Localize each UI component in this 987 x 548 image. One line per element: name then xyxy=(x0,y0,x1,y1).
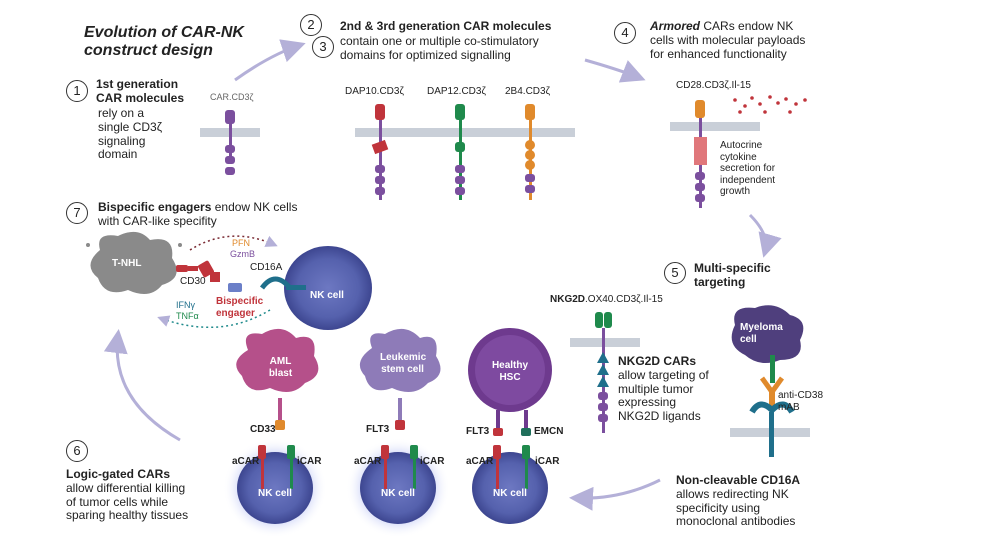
cd30-label: CD30 xyxy=(180,276,206,287)
target-label-cd33: CD33 xyxy=(250,424,276,435)
anti-cd38-antibody xyxy=(759,376,785,408)
construct-label-armored: CD28.CD3ζ.Il-15 xyxy=(676,80,751,91)
nk-cell-label-3: NK cell xyxy=(493,488,527,499)
aml-blast-label: AML blast xyxy=(268,356,293,379)
nk-cell-label-7: NK cell xyxy=(310,290,344,301)
leukemic-stem-cell-label: Leukemic stem cell xyxy=(380,352,427,375)
myeloma-cell-shape xyxy=(731,305,804,383)
healthy-hsc-label: Healthy HSC xyxy=(491,360,529,383)
flow-arrow-3-to-4 xyxy=(584,58,646,83)
aml-blast-shape xyxy=(236,328,319,392)
icar-label-3: iCAR xyxy=(535,456,560,467)
step-number-7: 7 xyxy=(66,202,88,224)
membrane-panel4 xyxy=(670,122,760,131)
panel1-heading: 1st generation CAR molecules xyxy=(96,77,185,105)
cd16a-label: CD16A xyxy=(250,262,283,273)
cd16a-receptor xyxy=(749,401,795,457)
t-nhl-cell-shape xyxy=(86,231,182,294)
cytokine-arrow xyxy=(157,309,271,329)
step-number-6: 6 xyxy=(66,440,88,462)
acar-label-3: aCAR xyxy=(466,456,494,467)
acar-label-2: aCAR xyxy=(354,456,382,467)
icar-label-1: iCAR xyxy=(297,456,322,467)
2b4-construct xyxy=(525,104,535,200)
panel5-cd16a-text: Non-cleavable CD16A allows redirecting N… xyxy=(676,473,801,529)
membrane-panel23 xyxy=(355,128,575,137)
step-number-2: 2 xyxy=(300,14,322,36)
construct-label-2b4: 2B4.CD3ζ xyxy=(505,86,550,97)
leukemic-stem-cell-shape xyxy=(359,328,441,392)
step-number-4: 4 xyxy=(614,22,636,44)
nk-cell-panel7 xyxy=(259,246,372,330)
flow-arrow-1-to-2 xyxy=(234,39,306,82)
target-label-emcn: EMCN xyxy=(534,426,564,437)
flow-arrow-6-to-7 xyxy=(103,329,181,442)
step-number-1: 1 xyxy=(66,80,88,102)
icar-label-2: iCAR xyxy=(420,456,445,467)
healthy-hsc-shape xyxy=(468,328,552,412)
ifn-label: IFNγ xyxy=(176,300,195,310)
il15-cytokine-dots xyxy=(733,95,807,114)
t-nhl-label: T-NHL xyxy=(112,258,142,269)
target-label-flt3-lsc: FLT3 xyxy=(366,424,390,435)
nk-cell-hsc xyxy=(472,452,548,524)
car-cd3z-construct xyxy=(225,110,235,175)
acar-label-1: aCAR xyxy=(232,456,260,467)
construct-label-nkg2d: NKG2D.OX40.CD3ζ.Il-15 xyxy=(550,294,663,305)
page-title: Evolution of CAR-NK construct design xyxy=(84,24,244,60)
nk-cell-label-2: NK cell xyxy=(381,488,415,499)
target-label-flt3-hsc: FLT3 xyxy=(466,426,490,437)
panel4-heading: Armored CARs endow NK cells with molecul… xyxy=(650,19,806,61)
bispecific-engager-molecule xyxy=(198,260,242,292)
dap12-construct xyxy=(455,104,465,200)
dap10-construct xyxy=(371,104,389,200)
flow-arrow-5-to-6 xyxy=(569,478,661,511)
construct-label-dap10: DAP10.CD3ζ xyxy=(345,86,404,97)
panel23-heading: 2nd & 3rd generation CAR molecules xyxy=(340,19,552,33)
pfn-label: PFN xyxy=(232,238,250,248)
myeloma-cell-label: Myeloma cell xyxy=(740,322,783,345)
armored-car-construct xyxy=(694,100,707,208)
nkg2d-construct xyxy=(595,312,612,433)
step-number-3: 3 xyxy=(312,36,334,58)
panel6-text: Logic-gated CARs allow differential kill… xyxy=(66,467,189,523)
nk-cell-lsc xyxy=(360,452,436,524)
nk-cell-label-1: NK cell xyxy=(258,488,292,499)
logic-gate-receptors xyxy=(258,398,531,489)
gzmb-label: GzmB xyxy=(230,249,256,259)
flow-arrow-4-to-5 xyxy=(748,213,782,258)
tnf-label: TNFα xyxy=(176,311,199,321)
construct-label-dap12: DAP12.CD3ζ xyxy=(427,86,486,97)
panel7-text: Bispecific engagers endow NK cells with … xyxy=(98,200,298,228)
construct-label-car-cd3z: CAR.CD3ζ xyxy=(210,92,254,102)
cd30-molecule xyxy=(176,265,198,272)
nk-cell-aml xyxy=(237,452,313,524)
step-number-5: 5 xyxy=(664,262,686,284)
